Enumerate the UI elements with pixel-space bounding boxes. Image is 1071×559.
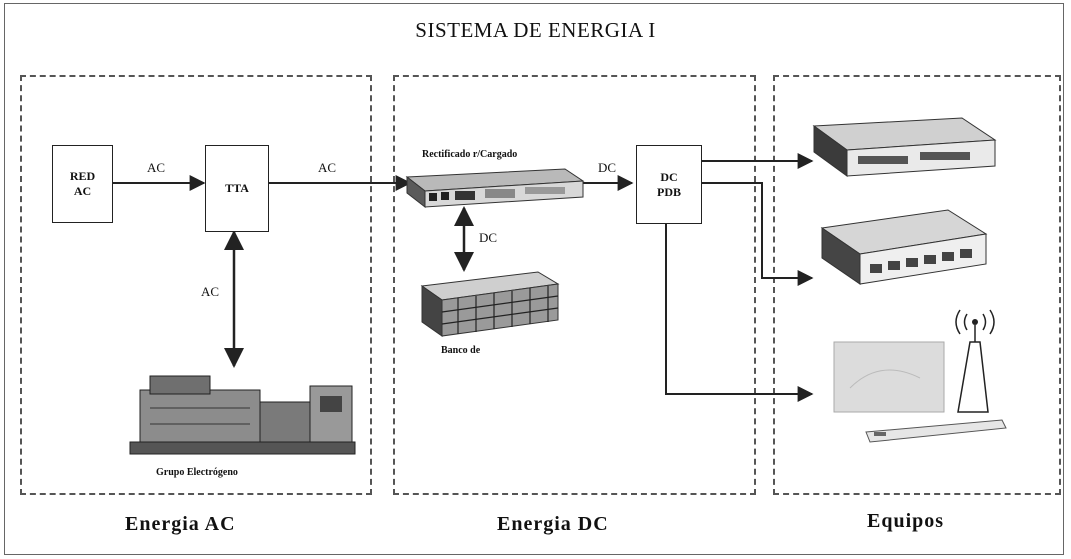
arrow-pdb-to-switch2 [700, 182, 814, 286]
radio-equipment-image [833, 309, 1007, 443]
switch-2-image [820, 209, 988, 285]
label-ac-gen-tta: AC [201, 284, 220, 299]
dc-pdb-label-line2: PDB [657, 184, 681, 199]
label-ac-red-tta: AC [147, 160, 166, 175]
footer-energia-dc: Energia DC [497, 513, 609, 535]
diagram-frame [4, 3, 1064, 555]
footer-equipos: Equipos [867, 510, 945, 532]
switch-1-image [812, 117, 997, 177]
battery-bank-image [420, 271, 560, 337]
tta-label: TTA [225, 181, 249, 195]
section-equipos [773, 75, 1061, 495]
footer-energia-ac: Energia AC [125, 513, 236, 535]
rectifier-image [405, 168, 585, 209]
rectifier-label: Rectificado r/Cargado [422, 149, 518, 160]
red-ac-label-line1: RED [69, 169, 96, 183]
dc-pdb-box: DC PDB [636, 145, 702, 224]
dc-pdb-label-line1: DC [660, 169, 678, 184]
generator-image [129, 375, 356, 455]
label-ac-tta-rect: AC [318, 160, 337, 175]
section-energia-ac [20, 75, 372, 495]
label-dc-rect-pdb: DC [598, 160, 617, 175]
battery-label: Banco de [441, 345, 481, 356]
section-energia-dc [393, 75, 756, 495]
red-ac-label-line2: AC [73, 184, 92, 198]
arrow-pdb-to-radio [665, 222, 814, 402]
tta-box: TTA [205, 145, 269, 232]
red-ac-box: RED AC [52, 145, 113, 223]
generator-label: Grupo Electrógeno [156, 467, 238, 478]
label-dc-rect-bat: DC [479, 230, 498, 245]
diagram-title: SISTEMA DE ENERGIA I [415, 18, 656, 42]
